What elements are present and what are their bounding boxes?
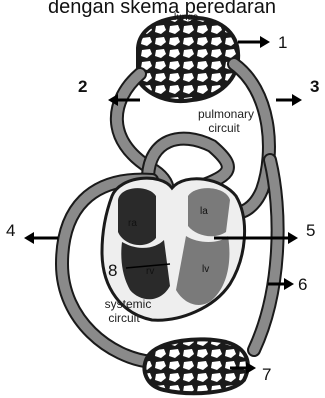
right-atrium: [118, 188, 156, 245]
rv-label: rv: [146, 266, 154, 277]
body-capillary-bed: [145, 339, 248, 393]
lv-label: lv: [202, 264, 209, 275]
systemic-circuit-label-line1: systemic: [105, 297, 152, 311]
arrow-4: [24, 232, 58, 244]
la-label: la: [200, 206, 208, 217]
lungs-label: lungs: [174, 12, 198, 23]
lung-capillary-bed: [138, 17, 238, 101]
pulmonary-circuit-label-line2: circuit: [208, 121, 240, 135]
label-6: 6: [298, 275, 307, 294]
arrow-3: [276, 94, 302, 106]
label-5: 5: [306, 221, 315, 240]
label-2: 2: [78, 77, 87, 96]
left-atrium: [188, 188, 230, 236]
label-1: 1: [278, 33, 287, 52]
pulmonary-circuit-label-line1: pulmonary: [198, 107, 254, 121]
caption-text: dengan skema peredaran: [48, 0, 276, 18]
arrow-1: [238, 36, 270, 48]
label-7: 7: [262, 365, 271, 384]
label-3: 3: [310, 77, 319, 96]
label-8: 8: [108, 261, 117, 280]
label-4: 4: [6, 221, 15, 240]
ra-label: ra: [128, 218, 137, 229]
systemic-circuit-label-line2: circuit: [108, 311, 140, 325]
